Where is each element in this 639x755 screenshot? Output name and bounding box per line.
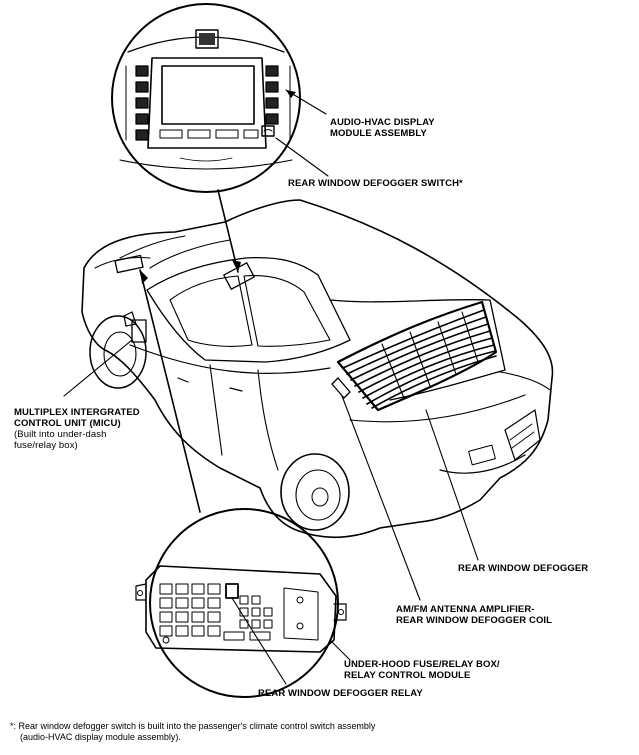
footnote: *: Rear window defogger switch is built … [10, 721, 375, 743]
fuse-box-inset-circle [149, 508, 339, 698]
leader-fusebox [329, 639, 351, 661]
top-vent-display [195, 29, 219, 49]
label-defogger-switch: REAR WINDOW DEFOGGER SWITCH* [288, 178, 463, 189]
label-audio-hvac: AUDIO-HVAC DISPLAY MODULE ASSEMBLY [330, 117, 435, 139]
fuse-box-outline [145, 565, 337, 653]
leader-fusebox-to-car [139, 269, 201, 513]
label-fusebox: UNDER-HOOD FUSE/RELAY BOX/ RELAY CONTROL… [344, 659, 500, 681]
audio-hvac-inset [111, 3, 301, 193]
left-button-column [135, 65, 149, 141]
leader-antenna [341, 395, 421, 601]
label-micu: MULTIPLEX INTERGRATED CONTROL UNIT (MICU… [14, 407, 140, 451]
label-rear-defogger: REAR WINDOW DEFOGGER [458, 563, 589, 574]
leader-rear-defogger [425, 409, 479, 561]
rear-window-defogger-grid [336, 300, 498, 412]
rear-defogger-relay [225, 583, 239, 599]
antenna-amplifier [331, 377, 351, 399]
footnote-line-2: (audio-HVAC display module assembly). [20, 732, 181, 742]
rear-wheel [280, 453, 350, 531]
leader-defogger-switch [275, 137, 329, 177]
display-screen [161, 65, 255, 125]
dash-module-marker [223, 262, 255, 290]
label-defogger-relay: REAR WINDOW DEFOGGER RELAY [258, 688, 423, 699]
micu-unit [131, 319, 147, 343]
leader-micu [63, 339, 133, 397]
underhood-box-marker [114, 254, 144, 274]
leader-inset-to-dash [217, 189, 239, 273]
label-antenna: AM/FM ANTENNA AMPLIFIER- REAR WINDOW DEF… [396, 604, 553, 626]
right-button-column [265, 65, 279, 125]
fuse-box-inset [135, 508, 347, 698]
front-wheel [89, 315, 147, 389]
leader-lines [63, 89, 479, 685]
rear-defogger-switch [261, 125, 275, 137]
leader-defogger-relay [231, 597, 287, 685]
car-body [81, 199, 554, 539]
footnote-line-1: *: Rear window defogger switch is built … [10, 721, 376, 731]
tail-light [504, 409, 541, 461]
arrowheads [140, 90, 296, 284]
